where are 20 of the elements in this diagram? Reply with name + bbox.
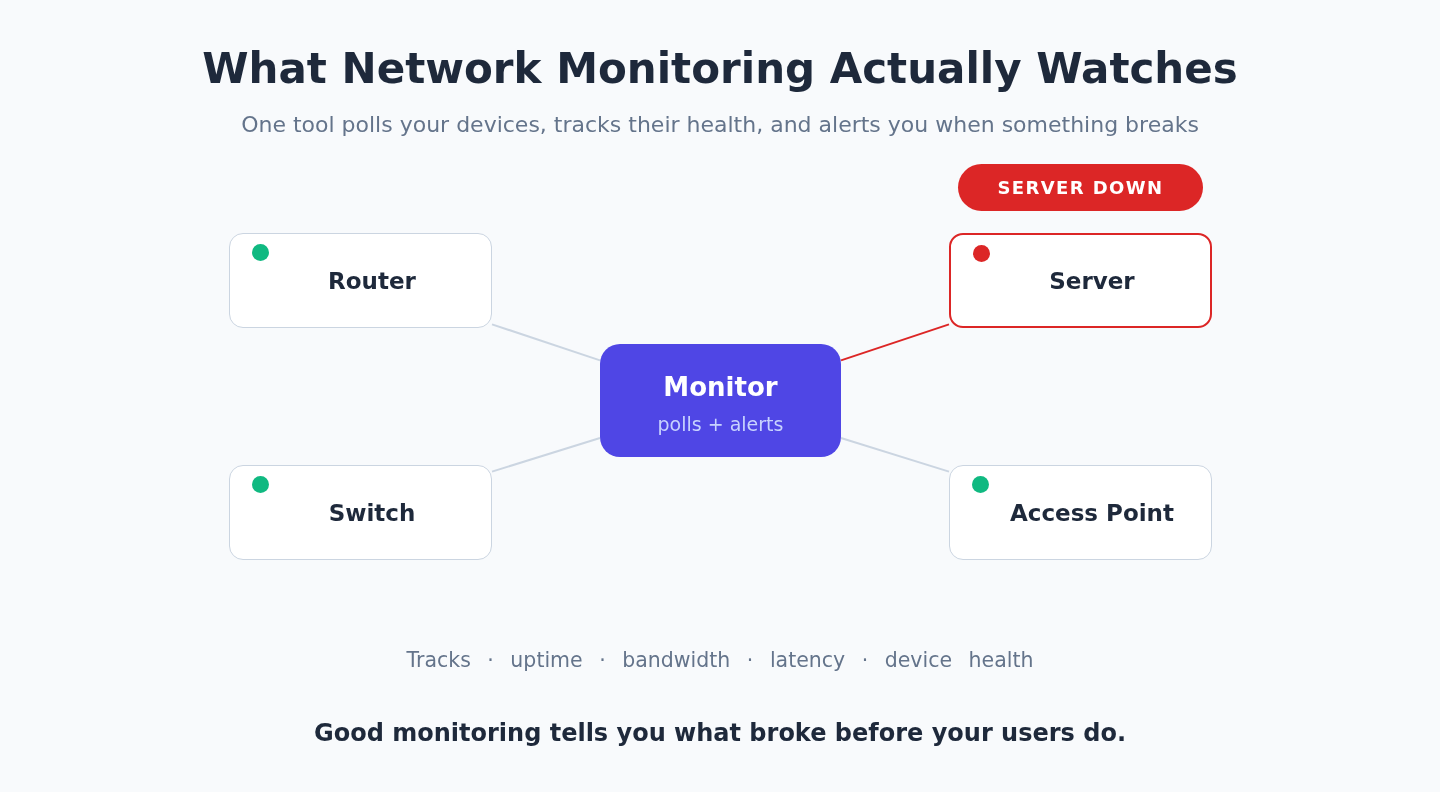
connector-line: [491, 323, 601, 362]
device-card: [229, 233, 492, 328]
monitor-card: [600, 344, 841, 457]
takeaway-note: Good monitoring tells you what broke before your users do.: [314, 718, 1126, 748]
connector-line: [840, 437, 950, 473]
device-name: Access Point: [1010, 498, 1174, 527]
connector-line: [840, 323, 950, 362]
page-title: What Network Monitoring Actually Watches: [202, 44, 1238, 94]
device-card: [949, 465, 1212, 560]
connector-line: [491, 437, 601, 473]
device-card: [229, 465, 492, 560]
tracked-metrics: Tracks · uptime · bandwidth · latency · device health: [406, 647, 1034, 674]
device-name: Router: [328, 266, 416, 295]
alert-badge: SERVER DOWN: [958, 164, 1203, 211]
monitor-title: Monitor: [663, 372, 778, 402]
device-card: [949, 233, 1212, 328]
device-name: Switch: [328, 498, 416, 527]
monitor-subtitle: polls + alerts: [657, 412, 784, 436]
device-name: Server: [1049, 266, 1135, 295]
subtitle: One tool polls your devices, tracks their health, and alerts you when something breaks: [241, 111, 1199, 139]
